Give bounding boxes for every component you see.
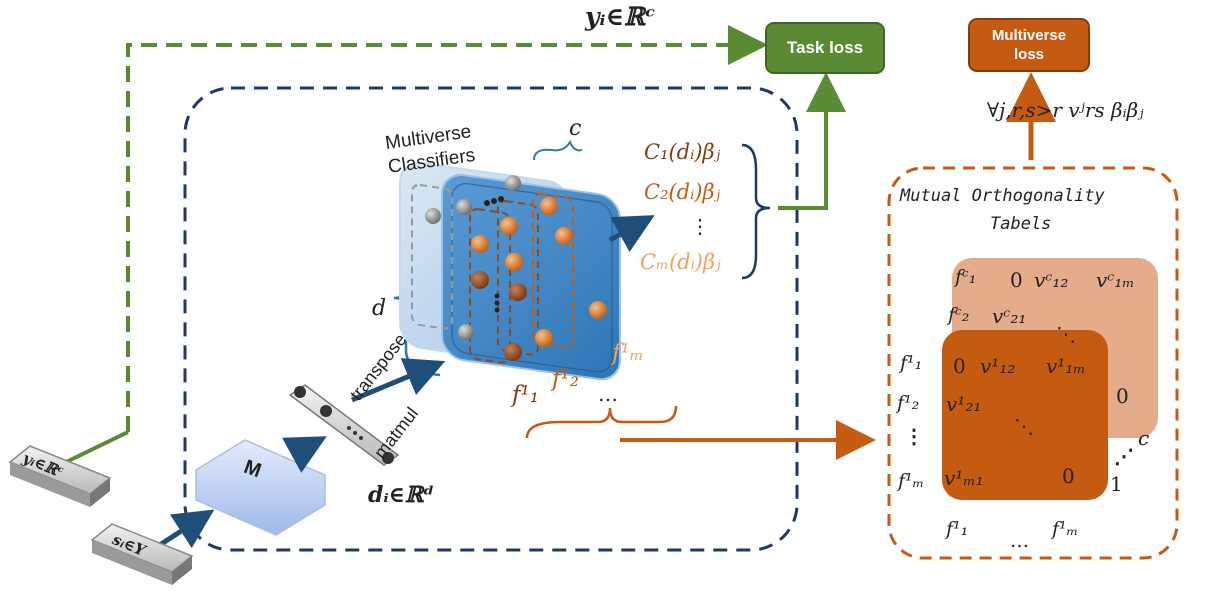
front-cell-dots: ⋱ bbox=[1014, 414, 1034, 438]
classifier-output-dots: ⋮ bbox=[690, 214, 710, 238]
classifier-cube-front bbox=[441, 173, 621, 381]
task-loss-label: Task loss bbox=[786, 38, 864, 57]
f-label-ellipsis: … bbox=[598, 382, 618, 406]
mutual-title-line2: Tabels bbox=[990, 214, 1052, 234]
depth-c-label: c bbox=[1138, 426, 1150, 450]
front-cell-v12: v¹₁₂ bbox=[980, 354, 1016, 378]
classifier-output-2: C₂(dᵢ)βⱼ bbox=[644, 180, 721, 204]
multiverse-loss-label: Multiverse loss bbox=[991, 27, 1067, 63]
multiverse-formula: ∀j,r,s>r vʲrs βᵢβⱼ bbox=[987, 98, 1144, 122]
back-cell-0b: 0 bbox=[1116, 384, 1129, 408]
front-row-label-m: f¹ₘ bbox=[898, 470, 925, 492]
f-label-m: f¹ₘ bbox=[612, 340, 644, 366]
front-row-label-1: f¹₁ bbox=[900, 352, 923, 374]
d-vector-label: dᵢ∈ℝᵈ bbox=[368, 482, 435, 508]
front-row-label-dots: ⋮ bbox=[904, 424, 924, 448]
front-col-label-1: f¹₁ bbox=[946, 518, 969, 540]
front-table-bg bbox=[942, 330, 1108, 500]
depth-1-label: 1 bbox=[1110, 472, 1123, 496]
d-vector-bar bbox=[288, 384, 400, 466]
depth-dots: ⋰ bbox=[1114, 444, 1134, 468]
input-s-tag bbox=[90, 523, 194, 585]
front-cell-v21: v¹₂₁ bbox=[946, 392, 982, 416]
back-cell-v12: vᶜ₁₂ bbox=[1034, 268, 1069, 292]
back-row-label-1: fᶜ₁ bbox=[955, 266, 977, 288]
task-loss-box: Task loss bbox=[765, 22, 885, 74]
f-label-2: f¹₂ bbox=[552, 366, 579, 392]
back-cell-v1m: vᶜ₁ₘ bbox=[1096, 268, 1135, 292]
classifier-output-1: C₁(dᵢ)βⱼ bbox=[644, 140, 721, 164]
c-dimension-label: c bbox=[569, 116, 582, 141]
back-row-label-2: fᶜ₂ bbox=[948, 304, 970, 326]
input-y-tag bbox=[8, 445, 112, 507]
front-col-label-ellipsis: … bbox=[1010, 530, 1029, 552]
front-cell-v1m: v¹₁ₘ bbox=[1046, 354, 1086, 378]
label-y-top: yᵢ∈ℝᶜ bbox=[585, 2, 656, 31]
d-dimension-label: d bbox=[372, 296, 387, 321]
back-cell-dots: ⋱ bbox=[1056, 322, 1076, 346]
front-col-label-m: f¹ₘ bbox=[1052, 518, 1079, 540]
front-cell-vm1: v¹ₘ₁ bbox=[944, 466, 984, 490]
f-label-1: f¹₁ bbox=[512, 382, 539, 408]
multiverse-loss-box: Multiverse loss bbox=[968, 18, 1090, 72]
front-cell-0: 0 bbox=[953, 354, 966, 378]
model-m-block bbox=[195, 439, 326, 536]
back-cell-v21: vᶜ₂₁ bbox=[992, 304, 1027, 328]
classifier-output-m: Cₘ(dᵢ)βⱼ bbox=[640, 250, 721, 274]
mutual-title-line1: Mutual Orthogonality bbox=[900, 186, 1105, 206]
back-cell-0: 0 bbox=[1010, 268, 1023, 292]
front-cell-0b: 0 bbox=[1062, 464, 1075, 488]
front-row-label-2: f¹₂ bbox=[897, 392, 920, 414]
